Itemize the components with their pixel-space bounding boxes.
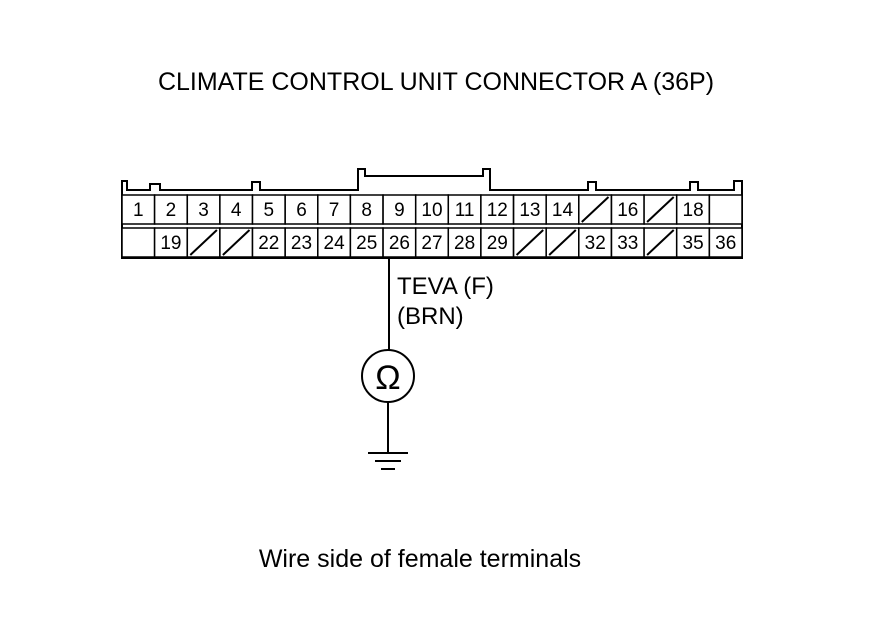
- terminal-number: 11: [455, 200, 475, 221]
- terminal-number: 22: [258, 233, 279, 254]
- diagram-title: CLIMATE CONTROL UNIT CONNECTOR A (36P): [158, 68, 714, 96]
- terminal-number: 2: [166, 200, 177, 221]
- terminal-cell: [447, 194, 482, 225]
- terminal-number: 19: [160, 233, 181, 254]
- empty-cavity-slash: [222, 229, 251, 256]
- connector-housing: [121, 168, 743, 259]
- empty-cavity-slash: [548, 229, 577, 256]
- terminal-number: 10: [421, 200, 442, 221]
- empty-cavity-slash: [646, 229, 675, 256]
- terminal-number: 25: [356, 233, 377, 254]
- terminal-cell: [708, 194, 743, 225]
- wire-name-label: TEVA (F): [397, 273, 494, 300]
- terminal-number: 14: [552, 200, 574, 221]
- terminal-cell: [675, 194, 711, 225]
- terminal-cell: [382, 227, 417, 258]
- terminal-number: 1: [133, 200, 144, 221]
- terminal-number: 24: [324, 233, 346, 254]
- probe-circuit: TEVA (F) (BRN) Ω: [361, 258, 494, 470]
- terminal-cell: [675, 227, 711, 258]
- terminal-cell: [708, 227, 743, 258]
- terminal-cell: [153, 194, 188, 225]
- terminal-cell: [153, 227, 188, 258]
- empty-cavity-slash: [515, 229, 544, 256]
- terminal-number: 28: [454, 233, 475, 254]
- terminal-cell: [447, 227, 482, 258]
- ground-icon: [368, 452, 408, 470]
- empty-cavity-slash: [189, 229, 218, 256]
- terminal-number: 36: [715, 233, 736, 254]
- empty-cavity-slash: [581, 196, 610, 223]
- ohm-symbol: Ω: [375, 359, 400, 397]
- terminal-cell: [610, 194, 645, 225]
- ohmmeter-icon: Ω: [361, 349, 415, 403]
- terminal-cell: [382, 194, 417, 225]
- caption: Wire side of female terminals: [259, 545, 581, 573]
- terminal-cell: [186, 194, 221, 225]
- terminal-number: 9: [394, 200, 405, 221]
- terminal-number: 5: [264, 200, 275, 221]
- terminal-cell: [610, 227, 645, 258]
- terminal-cell: [284, 227, 319, 258]
- terminal-cell: [578, 227, 613, 258]
- wire-color-label: (BRN): [397, 303, 464, 330]
- terminal-number: 26: [389, 233, 410, 254]
- terminal-number: 16: [617, 200, 638, 221]
- terminal-number: 13: [519, 200, 540, 221]
- terminal-number: 12: [487, 200, 508, 221]
- terminal-number: 8: [361, 200, 372, 221]
- terminal-number: 4: [231, 200, 242, 221]
- terminal-cell: [121, 227, 156, 258]
- empty-cavity-slash: [646, 196, 675, 223]
- terminal-number: 27: [421, 233, 442, 254]
- terminal-number: 23: [291, 233, 312, 254]
- terminal-number: 7: [329, 200, 340, 221]
- terminal-number: 29: [487, 233, 508, 254]
- terminal-number: 32: [585, 233, 606, 254]
- terminal-number: 33: [617, 233, 638, 254]
- terminal-cell: [251, 227, 286, 258]
- terminal-number: 35: [683, 233, 704, 254]
- terminal-cell: [480, 227, 515, 258]
- terminal-number: 6: [296, 200, 307, 221]
- terminal-number: 3: [198, 200, 209, 221]
- terminal-number: 18: [683, 200, 704, 221]
- terminal-cell: [545, 194, 580, 225]
